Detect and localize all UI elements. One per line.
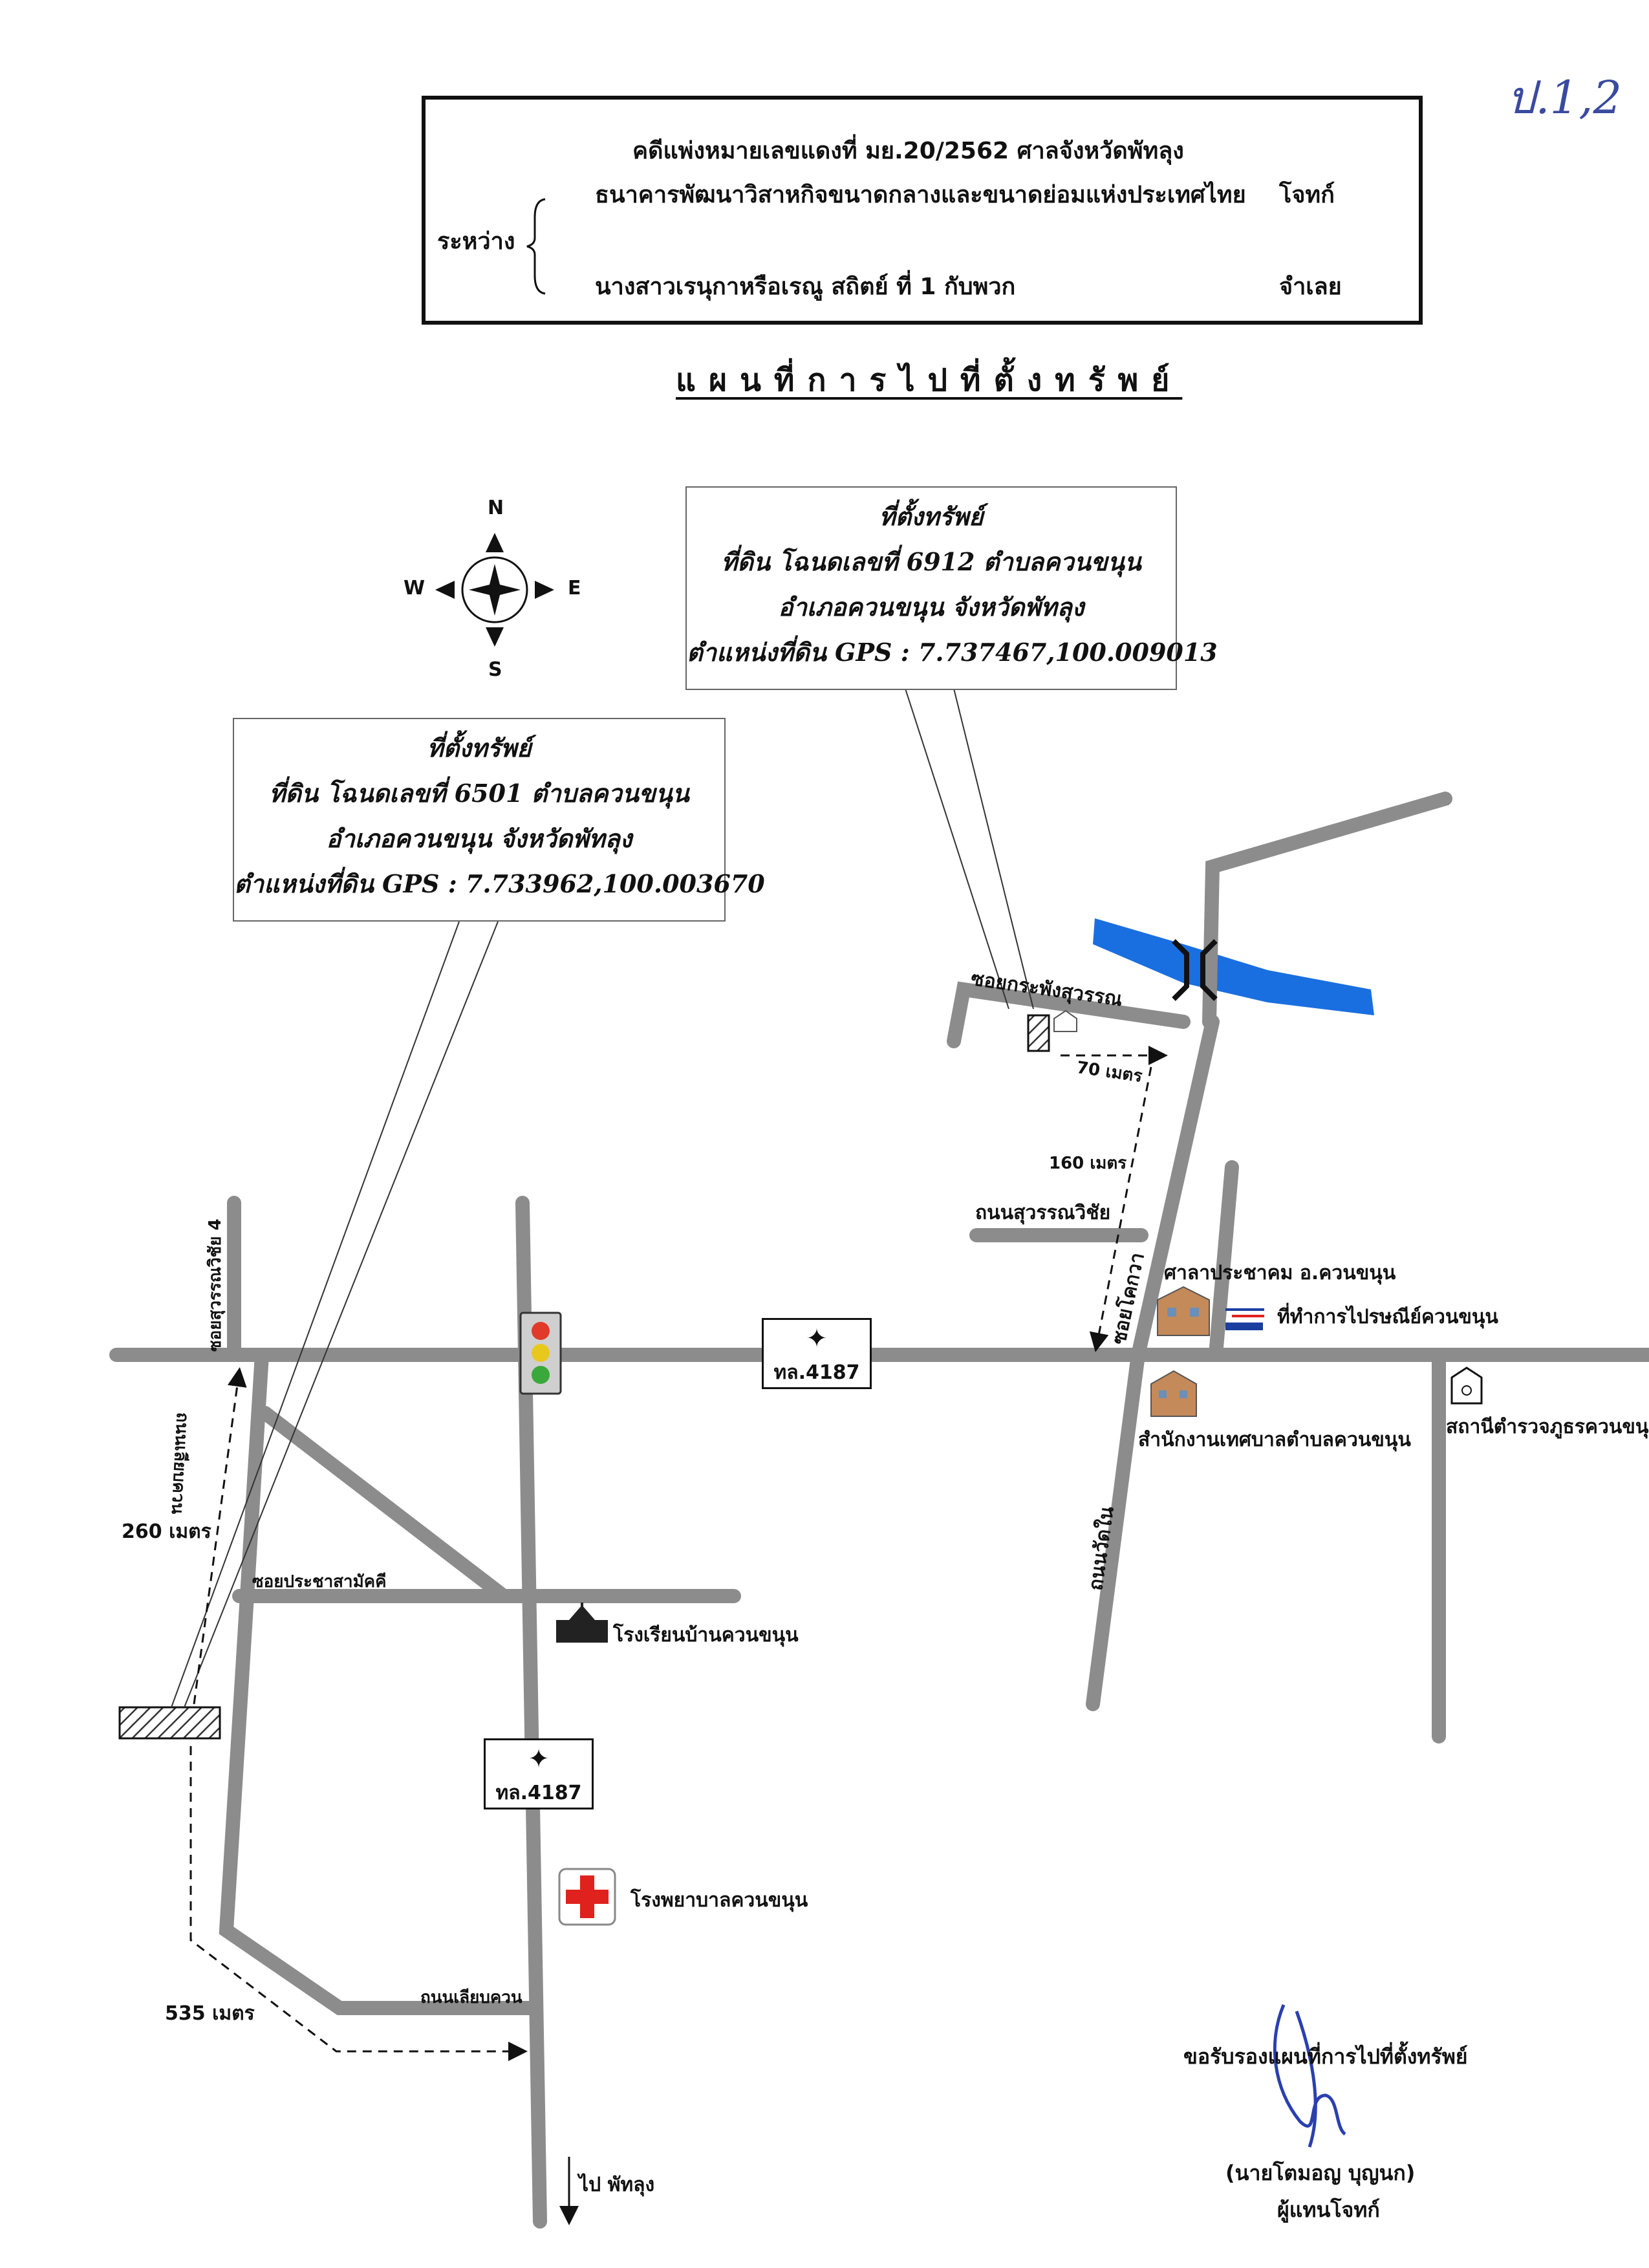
garuda-icon: ✦ [806,1324,828,1354]
soi-suwanwichai-4-label: ซอยสุวรรณวิชัย 4 [206,1218,225,1352]
callout-6501-district: อำเภอควนขนุน จังหวัดพัทลุง [326,824,632,853]
compass-n: N [488,497,504,519]
garuda-icon: ✦ [528,1744,550,1774]
defendant-role: จำเลย [1279,274,1342,300]
thanon-liab-khuan-v-label: ถนนเลียบควน [167,1412,193,1515]
callout-6912-deed: ที่ดิน โฉนดเลขที่ 6912 ตำบลควนขนุน [721,547,1141,576]
signature-drawing [1273,2004,1346,2148]
post-office-label: ที่ทำการไปรษณีย์ควนขนุน [1277,1306,1498,1328]
map-title: แผนที่การไปที่ตั้งทรัพย์ [676,362,1183,398]
distance-260-label: 260 เมตร [122,1520,211,1543]
to-phatthalung-label: ไป พัทลุง [579,2174,655,2196]
defendant-name: นางสาวเรนุกาหรือเรณู สถิตย์ ที่ 1 กับพวก [595,274,1016,300]
soi-krapong-road [947,981,1191,1048]
community-hall-label: ศาลาประชาคม อ.ควนขนุน [1164,1262,1396,1284]
distance-535-label: 535 เมตร [165,2002,255,2025]
compass-icon [435,533,554,647]
thanon-wat-nai-road [1086,1348,1145,1711]
highway-number: ทล.4187 [773,1361,860,1384]
bridge-icon [1172,939,1218,1001]
river [1093,918,1374,1015]
dist-160-line [1089,1066,1152,1352]
hospital-label: โรงพยาบาลควนขนุน [630,1889,808,1912]
plot-6501-marker [118,1706,221,1740]
callout-6501-title: ที่ตั้งทรัพย์ [427,733,532,762]
diagonal-road [258,1406,508,1601]
police-station-icon [1450,1366,1483,1405]
post-office-logo-icon [1225,1308,1264,1330]
certify-text: ขอรับรองแผนที่การไปที่ตั้งทรัพย์ [1183,2044,1468,2069]
brace-icon [526,198,546,295]
plaintiff-name: ธนาคารพัฒนาวิสาหกิจขนาดกลางและขนาดย่อมแห… [595,182,1246,208]
case-header: คดีแพ่งหมายเลขแดงที่ มย.20/2562 ศาลจังหว… [422,96,1423,325]
soi-khokwa-road [1131,1015,1220,1362]
callout-plot-6501: ที่ตั้งทรัพย์ ที่ดิน โฉนดเลขที่ 6501 ตำบ… [233,718,765,922]
highway-number: ทล.4187 [495,1782,582,1804]
municipal-office-label: สำนักงานเทศบาลตำบลควนขนุน [1138,1429,1411,1451]
house-icon-6912 [1053,1010,1077,1032]
hospital-icon [558,1868,616,1926]
soi-pracha-samakkhi-label: ซอยประชาสามัคคี [252,1572,387,1592]
page-number: ป.1,2 [1507,71,1622,124]
distance-160-label: 160 เมตร [1049,1154,1127,1173]
school-label: โรงเรียนบ้านควนขนุน [613,1624,799,1647]
plaintiff-role: โจทก์ [1279,182,1335,208]
dist-535-line [189,1746,528,2061]
signer-role: ผู้แทนโจทก์ [1277,2198,1380,2222]
compass-w: W [404,577,426,599]
traffic-light-icon [519,1312,562,1395]
highway-sign-4187-east: ✦ ทล.4187 [762,1318,872,1389]
thanon-suwanwichai-label: ถนนสุวรรณวิชัย [975,1202,1111,1224]
callout-plot-6912: ที่ตั้งทรัพย์ ที่ดิน โฉนดเลขที่ 6912 ตำบ… [685,486,1218,690]
police-station-label: สถานีตำรวจภูธรควนขนุน [1446,1416,1649,1438]
community-hall-icon [1157,1286,1210,1336]
case-line: คดีแพ่งหมายเลขแดงที่ มย.20/2562 ศาลจังหว… [632,138,1184,164]
school-icon [556,1603,608,1643]
compass-e: E [568,577,581,599]
plot-6912-marker [1027,1014,1050,1052]
highway-sign-4187-south: ✦ ทล.4187 [484,1738,594,1809]
callout-6912-title: ที่ตั้งทรัพย์ [879,502,984,531]
thanon-liab-khuan-h-label: ถนนเลียบควน [420,1988,523,2007]
callout-6912-gps: ตำแหน่งที่ดิน GPS : 7.737467,100.009013 [687,638,1218,667]
callout-6912-district: อำเภอควนขนุน จังหวัดพัทลุง [778,592,1084,621]
compass-s: S [488,658,502,681]
dist-260-line [193,1367,247,1705]
road-north-bend [1202,792,1452,1029]
signer-name: (นายโตมอญ บุญนก) [1225,2161,1416,2185]
between-label: ระหว่าง [437,228,515,255]
municipal-office-icon [1150,1370,1197,1417]
callout-6501-gps: ตำแหน่งที่ดิน GPS : 7.733962,100.003670 [234,869,765,898]
thanon-liab-khuan-road [219,1348,537,2015]
east-branch-road [1209,1160,1239,1362]
callout-6501-deed: ที่ดิน โฉนดเลขที่ 6501 ตำบลควนขนุน [269,779,689,808]
